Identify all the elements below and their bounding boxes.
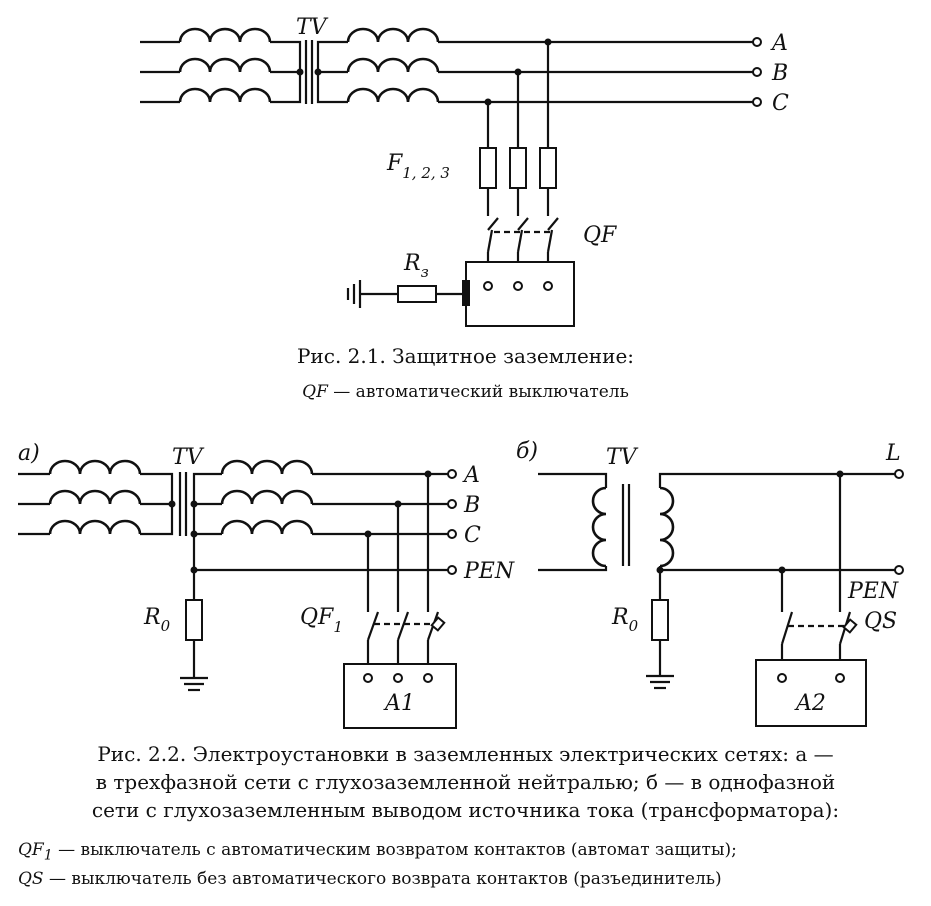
fig2a-pen-label: PEN [463, 559, 515, 584]
fig1-phase-lines [438, 37, 762, 107]
fig2a-phase-b-label: B [463, 493, 480, 518]
fig2a-tag: а) [18, 441, 40, 466]
fig1-caption: Рис. 2.1. Защитное заземление: [296, 344, 635, 368]
fig2a-circuit-breaker [366, 474, 446, 674]
fig1-tv-label: TV [296, 15, 329, 40]
fig1-breaker-label: QF [583, 223, 617, 248]
fig2b-line-label: L [885, 441, 901, 466]
fig2a-transformer-primary [18, 459, 176, 536]
fig1-fuses [479, 42, 557, 216]
fig2-legend1-text: — выключатель с автоматическим возвратом… [52, 840, 737, 860]
fig2b-resistor-label: R0 [611, 605, 639, 635]
fig2-legend2-symbol: QS [18, 869, 44, 890]
fig2a-phase-a-label: A [462, 463, 480, 488]
fig2-legend-line2: QS — выключатель без автоматического воз… [18, 867, 737, 891]
fig2b-transformer-primary [538, 472, 608, 572]
fig1-phase-b-label: B [771, 61, 788, 86]
fig2-legend1-symbol: QF [18, 840, 44, 860]
fig1-phase-c-label: C [772, 91, 789, 116]
fig2a-breaker-label: QF1 [300, 605, 343, 636]
fig2b-transformer-core [621, 484, 631, 566]
fig2-legend-line1: QF1 — выключатель с автоматическим возвр… [18, 838, 737, 867]
fig2-caption-line2: в трехфазной сети с глухозаземленной ней… [95, 770, 836, 794]
fig2a-resistor-label: R0 [143, 605, 171, 635]
fig2a-load-box [343, 663, 457, 729]
fig2a-transformer-core [178, 472, 188, 536]
fig2b-load-box [755, 659, 867, 727]
fig2-caption-line3: сети с глухозаземленным выводом источник… [91, 798, 840, 822]
fig2b-pen-label: PEN [847, 579, 899, 604]
fig2b-grounding-resistor [651, 570, 669, 676]
fig1-legend-text: — автоматический выключатель [327, 382, 629, 402]
fig1-equipment-enclosure [462, 261, 575, 327]
fig2b-switch-label: QS [864, 609, 897, 634]
fig2b-ground-icon [646, 674, 674, 690]
fig2b-tv-label: TV [606, 445, 639, 470]
fig1-transformer-core [304, 40, 314, 104]
fig2a-load-label: A1 [383, 691, 415, 716]
fig2b-disconnector [780, 474, 858, 674]
fig2a-transformer-secondary [190, 459, 314, 574]
fig1-grounding-resistor [360, 285, 464, 303]
fig2a-tv-label: TV [172, 445, 205, 470]
fig2-caption: Рис. 2.2. Электроустановки в заземленных… [18, 740, 913, 824]
fig1-ground-icon [346, 280, 362, 308]
fig1-legend: QF — автоматический выключатель [0, 382, 931, 402]
fig1-transformer-secondary [314, 27, 440, 104]
fig1-transformer-primary [140, 27, 304, 104]
fig1-phase-a-label: A [770, 31, 788, 56]
fig2b-load-label: A2 [794, 691, 826, 716]
fig2b-transformer-secondary [656, 469, 904, 575]
fig2a-grounding-resistor [185, 570, 203, 678]
fig2a-phase-c-label: C [464, 523, 481, 548]
fig2-legend1-subscript: 1 [43, 847, 53, 864]
fig2-legend: QF1 — выключатель с автоматическим возвр… [18, 838, 737, 891]
fig1-fuses-label: F1, 2, 3 [386, 151, 450, 182]
fig1-resistor-label: Rз [403, 251, 429, 281]
fig1-legend-symbol: QF [302, 382, 328, 402]
fig2a-ground-icon [180, 676, 208, 692]
fig2-caption-line1: Рис. 2.2. Электроустановки в заземленных… [97, 742, 834, 766]
fig2-legend2-text: — выключатель без автоматического возвра… [43, 869, 722, 890]
fig2b-tag: б) [516, 439, 538, 464]
